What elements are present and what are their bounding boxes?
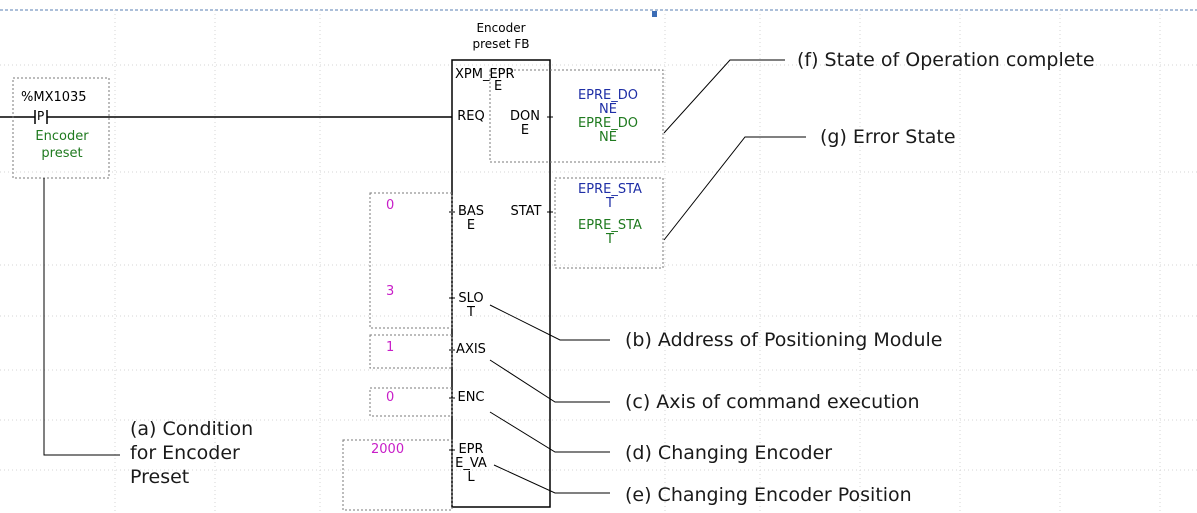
pin-base-line2: E — [466, 218, 476, 233]
contact-comment-line2: preset — [41, 146, 83, 161]
pin-done-line2: E — [520, 123, 530, 138]
value-base: 0 — [386, 198, 395, 213]
fb-instance-name: XPM_EPR — [455, 67, 515, 82]
stat-cmt-line2: T — [606, 232, 614, 247]
done-cmt-line2: NE — [599, 130, 617, 145]
value-epre-val: 2000 — [371, 442, 405, 457]
fb-title-line1: Encoder — [476, 21, 526, 35]
pin-done: DON E — [505, 110, 545, 138]
contact-comment-line1: Encoder — [35, 129, 89, 144]
annotation-g: (g) Error State — [820, 126, 956, 148]
value-enc: 0 — [386, 390, 395, 405]
fb-instance-name-cont: E — [494, 79, 503, 94]
done-cmt-line1: EPRE_DO — [577, 116, 639, 131]
fb-title-line2: preset FB — [472, 37, 530, 51]
annotation-a: (a) Condition for Encoder Preset — [130, 417, 253, 489]
contact-address: %MX1035 — [21, 90, 87, 105]
pin-axis: AXIS — [456, 342, 486, 357]
pin-epre-val-line3: L — [467, 470, 475, 485]
annotation-b: (b) Address of Positioning Module — [625, 329, 943, 351]
value-axis: 1 — [386, 340, 395, 355]
annotation-c: (c) Axis of command execution — [625, 391, 920, 413]
value-slot: 3 — [386, 284, 395, 299]
annotation-f: (f) State of Operation complete — [797, 49, 1095, 71]
pin-done-line1: DON — [510, 109, 540, 124]
stat-var-line2: T — [606, 196, 614, 211]
pin-epre-val: EPR E_VA L — [452, 443, 490, 485]
output-stat-variable: EPRE_STA T EPRE_STA T — [556, 183, 664, 247]
stat-cmt-line1: EPRE_STA — [578, 218, 642, 233]
annotation-a-line1: (a) Condition — [130, 418, 254, 440]
pin-enc: ENC — [457, 390, 485, 405]
contact-comment: Encoder preset — [14, 128, 110, 162]
pin-base: BAS E — [452, 205, 490, 233]
positive-transition-contact: P — [37, 109, 45, 123]
annotation-d: (d) Changing Encoder — [625, 442, 833, 464]
pin-epre-val-line2: E_VA — [455, 456, 487, 471]
done-var-line2: NE — [599, 102, 617, 117]
fb-title: Encoder preset FB — [445, 20, 557, 52]
output-done-variable: EPRE_DO NE EPRE_DO NE — [556, 89, 660, 145]
annotation-e: (e) Changing Encoder Position — [625, 484, 912, 506]
pin-slot: SLO T — [452, 292, 490, 320]
stat-var-line1: EPRE_STA — [578, 182, 642, 197]
pin-slot-line1: SLO — [458, 291, 484, 306]
pin-stat: STAT — [510, 204, 542, 219]
pin-epre-val-line1: EPR — [458, 442, 484, 457]
done-var-line1: EPRE_DO — [577, 88, 639, 103]
pin-base-line1: BAS — [457, 204, 485, 219]
pin-slot-line2: T — [467, 305, 475, 320]
pin-req: REQ — [457, 109, 485, 124]
annotation-a-line3: Preset — [130, 466, 190, 488]
annotation-a-line2: for Encoder — [130, 442, 240, 464]
